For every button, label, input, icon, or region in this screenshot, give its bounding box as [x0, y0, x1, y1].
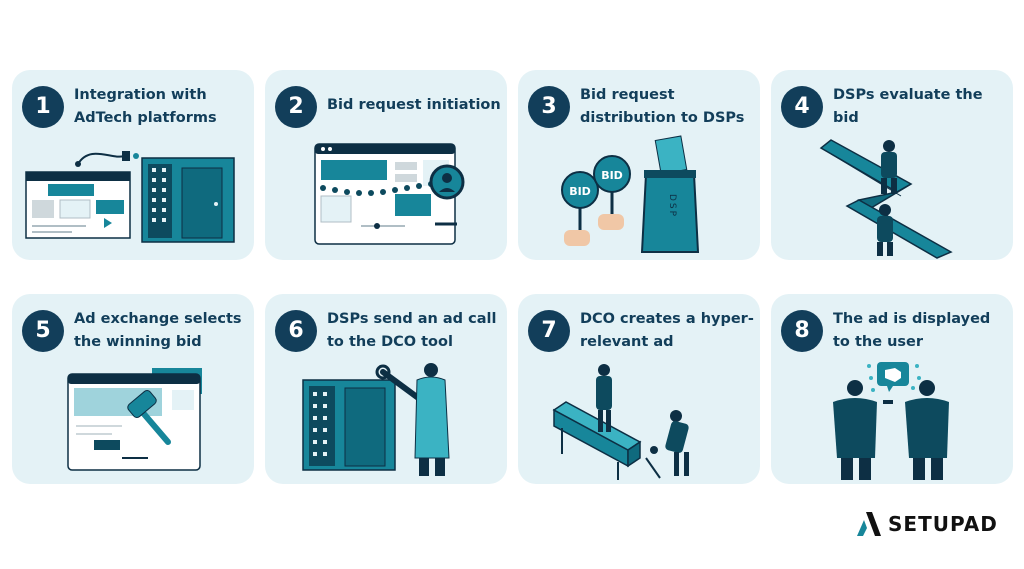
bid-distribution-illustration: BID BID DSP	[561, 135, 700, 253]
step-card-3: 3 Bid request distribution to DSPs BID B…	[518, 70, 760, 260]
step-card-8: 8 The ad is displayed to the user	[771, 294, 1013, 484]
dsp-box-label: DSP	[667, 194, 677, 218]
step-title: The ad is displayed to the user	[833, 311, 991, 350]
ad-displayed-illustration	[833, 362, 949, 480]
bid-paddle-label: BID	[601, 169, 623, 182]
step-card-6: 6 DSPs send an ad call to the DCO tool	[265, 294, 507, 484]
step-number: 4	[781, 86, 823, 128]
step-number: 1	[22, 86, 64, 128]
step-number: 8	[781, 310, 823, 352]
step-number: 3	[528, 86, 570, 128]
step-title: Bid request initiation	[327, 97, 501, 113]
setupad-logo-icon	[857, 512, 881, 536]
step-card-4: 4 DSPs evaluate the bid	[771, 70, 1013, 260]
dsp-evaluation-illustration	[819, 139, 953, 259]
step-title: DSPs send an ad call to the DCO tool	[327, 311, 497, 350]
step-number: 6	[275, 310, 317, 352]
step-card-2: 2 Bid request initiation	[265, 70, 507, 260]
step-title: Integration with AdTech platforms	[74, 87, 217, 126]
step-number: 5	[22, 310, 64, 352]
ad-call-illustration	[302, 363, 450, 476]
step-number: 2	[275, 86, 317, 128]
brand-name: SETUPAD	[888, 512, 998, 536]
step-card-1: 1 Integration with AdTech platforms	[12, 70, 254, 260]
integration-illustration	[25, 151, 235, 243]
bid-paddle-label: BID	[569, 185, 591, 198]
brand-logo: SETUPAD	[856, 510, 998, 538]
bid-request-illustration	[314, 143, 465, 245]
dco-creation-illustration	[552, 364, 689, 480]
step-number: 7	[528, 310, 570, 352]
step-card-5: 5 Ad exchange selects the winning bid	[12, 294, 254, 484]
step-card-7: 7 DCO creates a hyper-relevant ad	[518, 294, 760, 484]
step-title: Ad exchange selects the winning bid	[74, 311, 242, 350]
step-title: Bid request distribution to DSPs	[580, 87, 745, 126]
step-title: DSPs evaluate the bid	[833, 87, 983, 126]
step-title: DCO creates a hyper-relevant ad	[580, 311, 754, 350]
winning-bid-illustration	[67, 368, 202, 471]
